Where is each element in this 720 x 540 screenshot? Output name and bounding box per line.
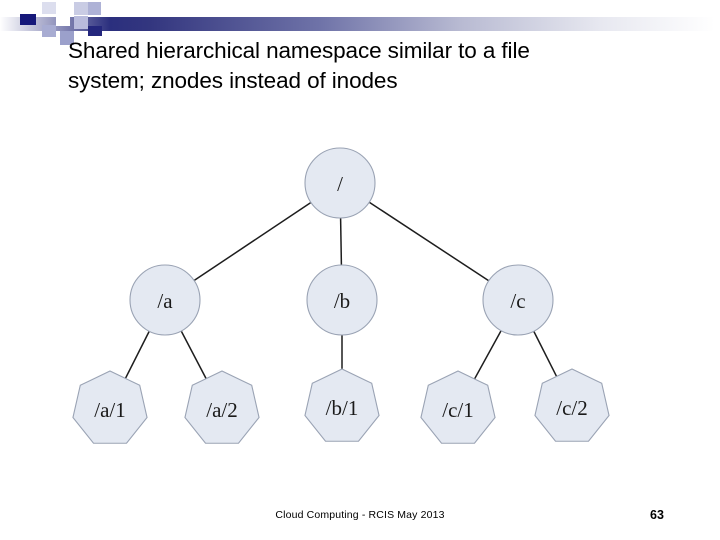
sq-periwinkle-c [60, 31, 74, 45]
slide-header-decoration [0, 0, 720, 46]
node-shape-circle [482, 264, 554, 336]
header-gradient-bar [0, 17, 720, 31]
node-label-c2: /c/2 [556, 396, 588, 420]
sq-white-notch [56, 14, 70, 26]
tree-node-a2[interactable]: /a/2 [184, 370, 260, 444]
slide-page-number: 63 [650, 508, 664, 522]
page-title-line-1: Shared hierarchical namespace similar to… [68, 38, 530, 63]
tree-edge-root-c [368, 201, 490, 282]
znode-tree-diagram: / /a/b/c/a/1/a/2/b/1/c/1/c/2 [0, 120, 720, 470]
tree-edge-root-a [193, 201, 312, 282]
node-shape-heptagon [420, 370, 496, 444]
sq-periwinkle-b [42, 25, 56, 37]
tree-node-c[interactable]: /c [482, 264, 554, 336]
tree-node-c2[interactable]: /c/2 [534, 368, 610, 442]
node-label-b1: /b/1 [326, 396, 359, 420]
tree-edge-a-a2 [180, 330, 209, 382]
slide-footer-text: Cloud Computing - RCIS May 2013 [275, 509, 445, 521]
node-shape-heptagon [72, 370, 148, 444]
node-shape-heptagon [304, 368, 380, 442]
tree-edge-c-c1 [472, 330, 502, 383]
node-shape-heptagon [534, 368, 610, 442]
node-label-a: /a [157, 289, 173, 313]
tree-node-b1[interactable]: /b/1 [304, 368, 380, 442]
page-title: Shared hierarchical namespace similar to… [68, 36, 688, 96]
tree-node-b[interactable]: /b [306, 264, 378, 336]
node-label-c1: /c/1 [442, 398, 474, 422]
node-shape-circle [306, 264, 378, 336]
tree-node-a1[interactable]: /a/1 [72, 370, 148, 444]
tree-node-layer: / /a/b/c/a/1/a/2/b/1/c/1/c/2 [72, 147, 610, 444]
node-label-c: /c [510, 289, 525, 313]
node-shape-circle [129, 264, 201, 336]
tree-node-c1[interactable]: /c/1 [420, 370, 496, 444]
sq-navy-right [88, 26, 102, 36]
page-title-line-2: system; znodes instead of inodes [68, 68, 398, 93]
tree-edge-a-a1 [123, 330, 150, 382]
sq-navy-small [20, 14, 36, 25]
node-label-root: / [337, 172, 343, 196]
sq-periwinkle-e [74, 16, 88, 29]
sq-periwinkle-f [88, 2, 101, 15]
tree-node-root[interactable]: / [304, 147, 376, 219]
sq-periwinkle-d [74, 2, 88, 15]
node-shape-heptagon [184, 370, 260, 444]
tree-node-a[interactable]: /a [129, 264, 201, 336]
node-label-a1: /a/1 [94, 398, 126, 422]
tree-edge-root-b [339, 217, 343, 266]
tree-edge-layer [123, 201, 559, 383]
node-label-b: /b [334, 289, 350, 313]
node-label-a2: /a/2 [206, 398, 238, 422]
tree-edge-c-c2 [533, 330, 559, 380]
sq-periwinkle-a [42, 2, 56, 14]
node-shape-circle [304, 147, 376, 219]
